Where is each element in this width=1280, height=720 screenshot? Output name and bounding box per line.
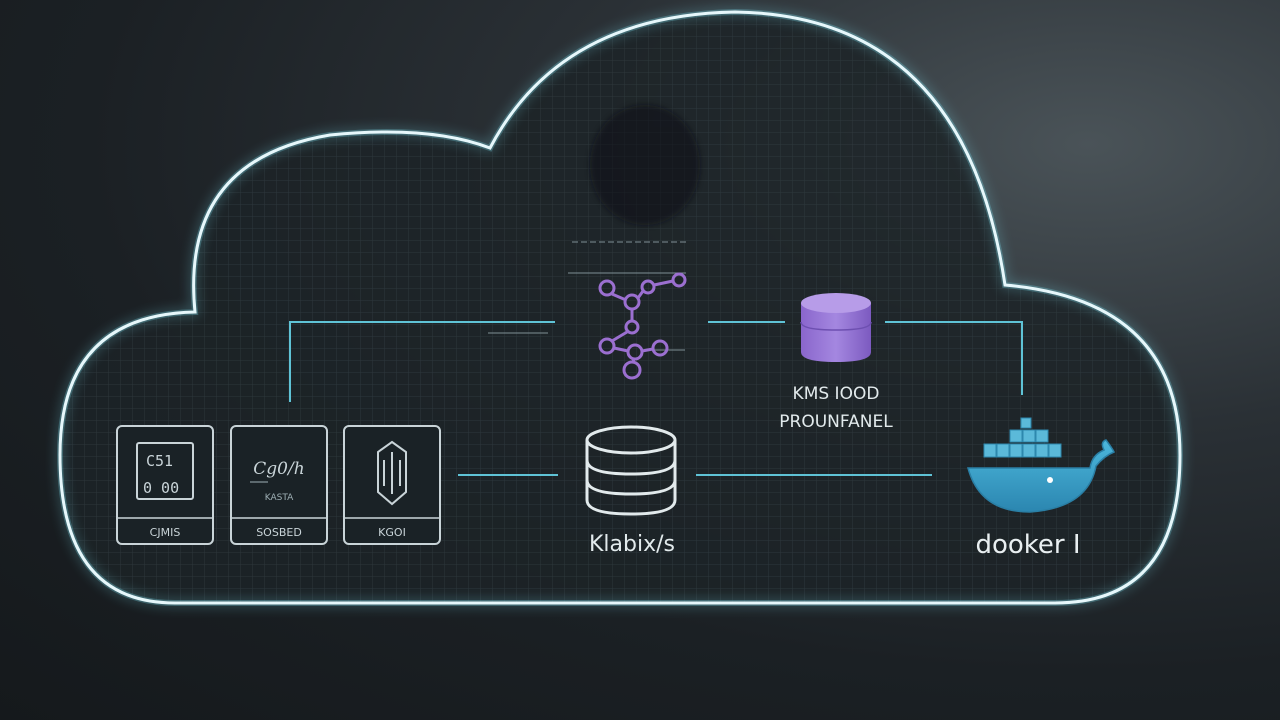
device-1-bottom-text: 0 00 bbox=[143, 479, 179, 497]
connector-db-right bbox=[885, 321, 1023, 395]
device-3-caption: KGOI bbox=[378, 526, 406, 539]
purple-storage-line-2: PROUNFANEL bbox=[779, 412, 893, 432]
central-storage-caption: Klabix/s bbox=[589, 532, 675, 557]
connectors bbox=[289, 241, 1023, 476]
security-panel-icon bbox=[377, 440, 407, 506]
docker-whale-icon bbox=[967, 417, 1116, 513]
device-1-caption: CJMIS bbox=[150, 526, 181, 539]
container-stack bbox=[983, 417, 1062, 458]
connector-left-top bbox=[289, 321, 555, 402]
network-panel-icon: Cg0/h KASTA bbox=[250, 459, 305, 503]
docker-caption: dooker I bbox=[975, 530, 1080, 560]
device-1-top-text: C51 bbox=[146, 452, 173, 470]
device-panel-2: Cg0/h KASTA SOSBED bbox=[230, 425, 328, 545]
database-cylinder-icon bbox=[800, 293, 872, 362]
device-2-sub-text: KASTA bbox=[265, 493, 294, 503]
purple-storage-line-1: KMS IOOD bbox=[793, 384, 880, 404]
server-panel-icon: C51 0 00 bbox=[136, 442, 194, 500]
cloud-outline-core bbox=[58, 10, 1182, 605]
device-2-caption: SOSBED bbox=[256, 526, 302, 539]
device-panel-1: C51 0 00 CJMIS bbox=[116, 425, 214, 545]
device-2-script-text: Cg0/h bbox=[253, 459, 304, 479]
device-panel-3: KGOI bbox=[343, 425, 441, 545]
database-stack-icon bbox=[585, 425, 677, 516]
node-graph-icon bbox=[598, 272, 687, 380]
